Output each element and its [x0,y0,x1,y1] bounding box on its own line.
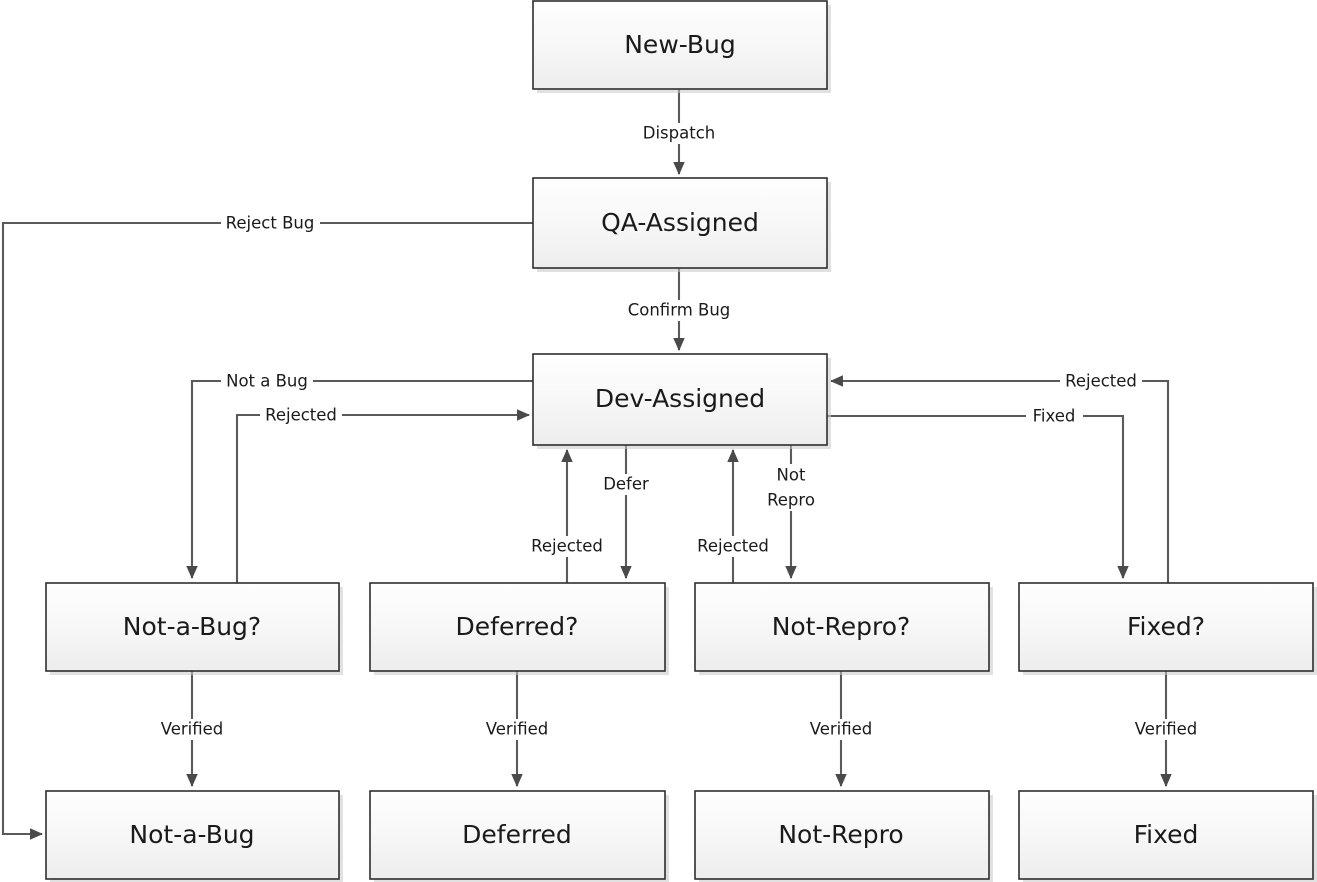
node-deferred[interactable]: Deferred [369,790,669,882]
node-label-not-a-bug-question: Not-a-Bug? [123,612,261,641]
edge-label-rejected-fixed: Rejected [1065,372,1137,391]
node-label-dev-assigned: Dev-Assigned [595,384,765,413]
edge-verified-deferred: Verified [478,671,556,788]
edge-rejected-not-repro: Rejected [692,448,774,583]
edge-label-verified-not-repro: Verified [810,720,873,739]
node-not-repro[interactable]: Not-Repro [694,790,993,882]
edge-label-rejected-deferred: Rejected [531,537,603,556]
edge-verified-not-a-bug: Verified [153,671,231,788]
edge-fixed: Fixed [827,406,1129,580]
edge-label-rejected-not-a-bug: Rejected [265,406,337,425]
edge-defer: Defer [598,445,655,580]
node-new-bug[interactable]: New-Bug [532,0,831,93]
node-label-new-bug: New-Bug [624,30,736,59]
edge-rejected-not-a-bug: Rejected [235,405,531,583]
edge-label-confirm-bug: Confirm Bug [628,301,731,320]
node-label-not-repro: Not-Repro [778,820,903,849]
node-not-a-bug-question[interactable]: Not-a-Bug? [45,582,343,675]
edge-reject-bug: Reject Bug [1,213,533,840]
edges-layer: Dispatch Reject Bug Confirm Bug Not a Bu… [1,89,1205,840]
edge-label-reject-bug: Reject Bug [226,214,315,233]
edge-not-a-bug: Not a Bug [186,371,533,580]
node-label-deferred-question: Deferred? [456,612,579,641]
edge-label-verified-deferred: Verified [486,720,549,739]
node-label-fixed-question: Fixed? [1127,612,1205,641]
node-deferred-question[interactable]: Deferred? [369,582,669,675]
node-qa-assigned[interactable]: QA-Assigned [532,177,831,272]
edge-label-rejected-not-repro: Rejected [697,537,769,556]
edge-dispatch: Dispatch [636,89,722,176]
edge-rejected-deferred: Rejected [526,448,608,583]
edge-rejected-fixed: Rejected [829,371,1170,583]
node-label-fixed: Fixed [1134,820,1199,849]
edge-label-fixed: Fixed [1033,407,1076,426]
node-not-a-bug[interactable]: Not-a-Bug [45,790,343,882]
node-not-repro-question[interactable]: Not-Repro? [694,582,993,675]
edge-label-not-repro-line1: Not [777,466,806,485]
edge-label-dispatch: Dispatch [643,124,715,143]
edge-label-verified-fixed: Verified [1135,720,1198,739]
nodes-layer: New-Bug QA-Assigned Dev-Assigned Not-a-B… [45,0,1317,882]
edge-verified-fixed: Verified [1127,671,1205,788]
edge-label-not-repro-line2: Repro [767,491,815,510]
node-dev-assigned[interactable]: Dev-Assigned [532,353,831,449]
edge-label-defer: Defer [603,475,649,494]
node-label-not-a-bug: Not-a-Bug [129,820,254,849]
edge-label-not-a-bug: Not a Bug [226,372,308,391]
node-label-qa-assigned: QA-Assigned [601,208,759,237]
node-label-deferred: Deferred [462,820,572,849]
edge-not-repro: Not Repro [755,445,827,580]
edge-confirm-bug: Confirm Bug [620,268,738,352]
node-fixed[interactable]: Fixed [1018,790,1317,882]
node-label-not-repro-question: Not-Repro? [772,612,911,641]
edge-verified-not-repro: Verified [802,671,880,788]
edge-label-verified-not-a-bug: Verified [161,720,224,739]
node-fixed-question[interactable]: Fixed? [1018,582,1317,675]
